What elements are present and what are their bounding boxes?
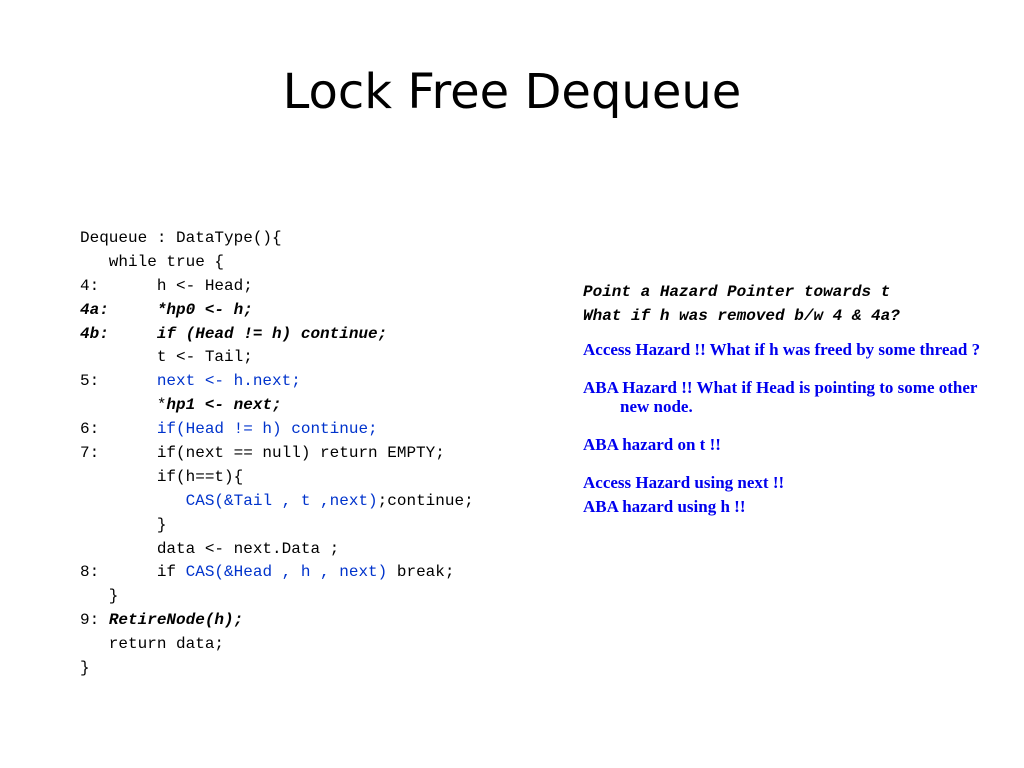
code-segment: } [80, 659, 90, 678]
code-line: *hp1 <- next; [80, 394, 474, 418]
note-aba-hazard-head: ABA Hazard !! What if Head is pointing t… [583, 378, 978, 416]
code-segment: } [80, 515, 167, 534]
code-line: data <- next.Data ; [80, 538, 474, 562]
code-segment: RetireNode(h); [108, 611, 244, 630]
code-line: 5: next <- h.next; [80, 370, 474, 394]
code-segment: next <- h.next; [156, 372, 301, 391]
code-line: if(h==t){ [80, 466, 474, 490]
code-segment: Dequeue : DataType(){ [80, 229, 282, 247]
code-line: 4a: *hp0 <- h; [80, 299, 474, 323]
notes-panel: Point a Hazard Pointer towards t What if… [583, 280, 1003, 516]
code-segment: } [80, 587, 119, 606]
code-segment: 8: if [80, 563, 186, 582]
code-segment: if(Head != h) continue; [156, 420, 378, 439]
code-line: 7: if(next == null) return EMPTY; [80, 442, 474, 466]
code-line: } [80, 657, 474, 681]
code-line: 8: if CAS(&Head , h , next) break; [80, 561, 474, 585]
code-line: return data; [80, 633, 474, 657]
code-segment: if(h==t){ [80, 467, 244, 486]
note-hazard-pointer: Point a Hazard Pointer towards t [583, 283, 891, 301]
note-access-hazard-freed: Access Hazard !! What if h was freed by … [583, 340, 981, 359]
code-segment: 4b: [80, 324, 157, 343]
code-segment: t <- Tail; [80, 348, 253, 367]
code-line: Dequeue : DataType(){ [80, 227, 474, 251]
code-segment: return data; [80, 635, 225, 654]
code-segment: hp1 <- next; [166, 396, 282, 415]
slide-title: Lock Free Dequeue [282, 64, 742, 120]
code-segment: ;continue; [377, 491, 474, 510]
code-segment: * [80, 396, 167, 415]
code-segment [80, 492, 186, 510]
code-segment: 4a: [80, 300, 157, 319]
code-segment: while true { [80, 252, 225, 271]
code-segment: 7: if(next == null) return EMPTY; [80, 444, 445, 463]
code-line: while true { [80, 251, 474, 275]
code-segment: break; [387, 563, 455, 582]
code-line: t <- Tail; [80, 346, 474, 370]
code-line: 4: h <- Head; [80, 275, 474, 299]
code-segment: 9: [80, 611, 109, 630]
code-segment: CAS(&Tail , t ,next) [185, 491, 378, 510]
code-line: CAS(&Tail , t ,next);continue; [80, 490, 474, 514]
note-aba-hazard-t: ABA hazard on t !! [583, 435, 721, 454]
code-line: 6: if(Head != h) continue; [80, 418, 474, 442]
code-segment: 4: h <- Head; [80, 276, 253, 295]
code-segment: 6: [80, 420, 157, 439]
code-line: } [80, 585, 474, 609]
note-access-hazard-next: Access Hazard using next !! [583, 473, 785, 492]
code-segment: 5: [80, 372, 157, 391]
note-removed-question: What if h was removed b/w 4 & 4a? [583, 307, 900, 325]
code-segment: data <- next.Data ; [80, 539, 340, 558]
code-line: 4b: if (Head != h) continue; [80, 323, 474, 347]
code-block: Dequeue : DataType(){ while true { 4: h <… [80, 227, 474, 681]
code-segment: CAS(&Head , h , next) [185, 563, 388, 582]
code-segment: *hp0 <- h; [156, 300, 253, 319]
code-segment: if (Head != h) continue; [156, 324, 388, 343]
code-line: 9: RetireNode(h); [80, 609, 474, 633]
code-line: } [80, 514, 474, 538]
note-aba-hazard-h: ABA hazard using h !! [583, 497, 746, 516]
